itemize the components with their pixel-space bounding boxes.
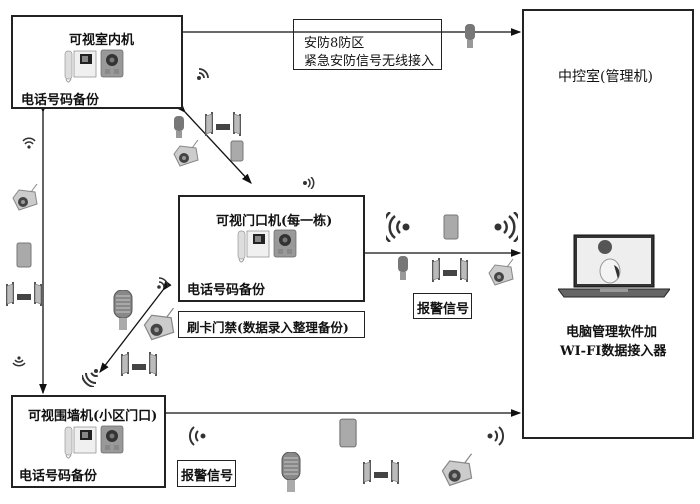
- wifi-signal-icon: [196, 66, 212, 85]
- alarm-mid-label: 报警信号: [417, 302, 470, 317]
- sensor-icon: [443, 214, 459, 244]
- indoor-unit-title: 可视室内机: [69, 33, 135, 48]
- microphone-icon: [112, 289, 134, 336]
- wifi-signal-icon: [381, 211, 412, 246]
- microphone-icon: [463, 24, 477, 54]
- wall-unit-title: 可视围墙机(小区门口): [28, 409, 158, 424]
- wall-unit-backup: 电话号码备份: [19, 469, 98, 484]
- intercom-icon: [63, 425, 143, 467]
- camera-icon: [142, 307, 176, 346]
- indoor-unit-backup: 电话号码备份: [21, 93, 100, 108]
- card-access-box: 刷卡门禁(数据录入整理备份): [178, 311, 365, 338]
- control-room-caption-1: 电脑管理软件加: [566, 325, 658, 340]
- wifi-signal-icon: [156, 275, 170, 294]
- security-zone-line2: 紧急安防信号无线接入: [304, 54, 435, 69]
- intercom-icon: [63, 49, 143, 91]
- camera-icon: [172, 139, 200, 172]
- sensor-icon: [230, 140, 244, 166]
- control-room-caption-2: WI-FI数据接入器: [560, 344, 667, 359]
- control-room-box: 中控室(管理机) 电脑管理软件加 WI-FI数据接入器: [522, 9, 694, 439]
- door-unit-backup: 电话号码备份: [187, 283, 266, 298]
- alarm-bottom-box: 报警信号: [177, 460, 236, 487]
- turnstile-icon: [5, 280, 43, 312]
- turnstile-icon: [362, 458, 400, 490]
- security-zone-line1: 安防8防区: [304, 36, 365, 51]
- wifi-signal-icon: [302, 174, 316, 193]
- camera-icon: [487, 258, 515, 292]
- turnstile-icon: [204, 110, 242, 142]
- wifi-signal-icon: [12, 352, 26, 371]
- alarm-bottom-label: 报警信号: [181, 469, 234, 484]
- intercom-icon: [236, 229, 316, 271]
- wifi-signal-icon: [22, 134, 36, 153]
- control-room-title: 中控室(管理机): [558, 69, 653, 85]
- sensor-icon: [338, 418, 358, 452]
- camera-icon: [440, 452, 474, 496]
- turnstile-icon: [120, 350, 158, 382]
- card-access-label: 刷卡门禁(数据录入整理备份): [187, 320, 349, 335]
- wall-unit-box: 可视围墙机(小区门口) 电话号码备份: [11, 395, 166, 488]
- camera-icon: [11, 183, 39, 216]
- wifi-signal-icon: [81, 367, 100, 391]
- microphone-icon: [280, 451, 302, 498]
- wifi-signal-icon: [486, 425, 506, 451]
- wifi-signal-icon: [492, 211, 523, 246]
- microphone-icon: [172, 116, 186, 144]
- alarm-mid-box: 报警信号: [413, 293, 472, 319]
- wifi-signal-icon: [188, 425, 208, 451]
- indoor-unit-box: 可视室内机 电话号码备份: [11, 15, 183, 109]
- door-unit-box: 可视门口机(每一栋) 电话号码备份: [178, 195, 365, 302]
- security-zone-box: 安防8防区 紧急安防信号无线接入: [293, 19, 442, 70]
- turnstile-icon: [431, 256, 469, 288]
- door-unit-title: 可视门口机(每一栋): [216, 214, 333, 229]
- laptop-icon: [557, 231, 671, 305]
- sensor-icon: [16, 242, 32, 272]
- microphone-icon: [396, 256, 410, 286]
